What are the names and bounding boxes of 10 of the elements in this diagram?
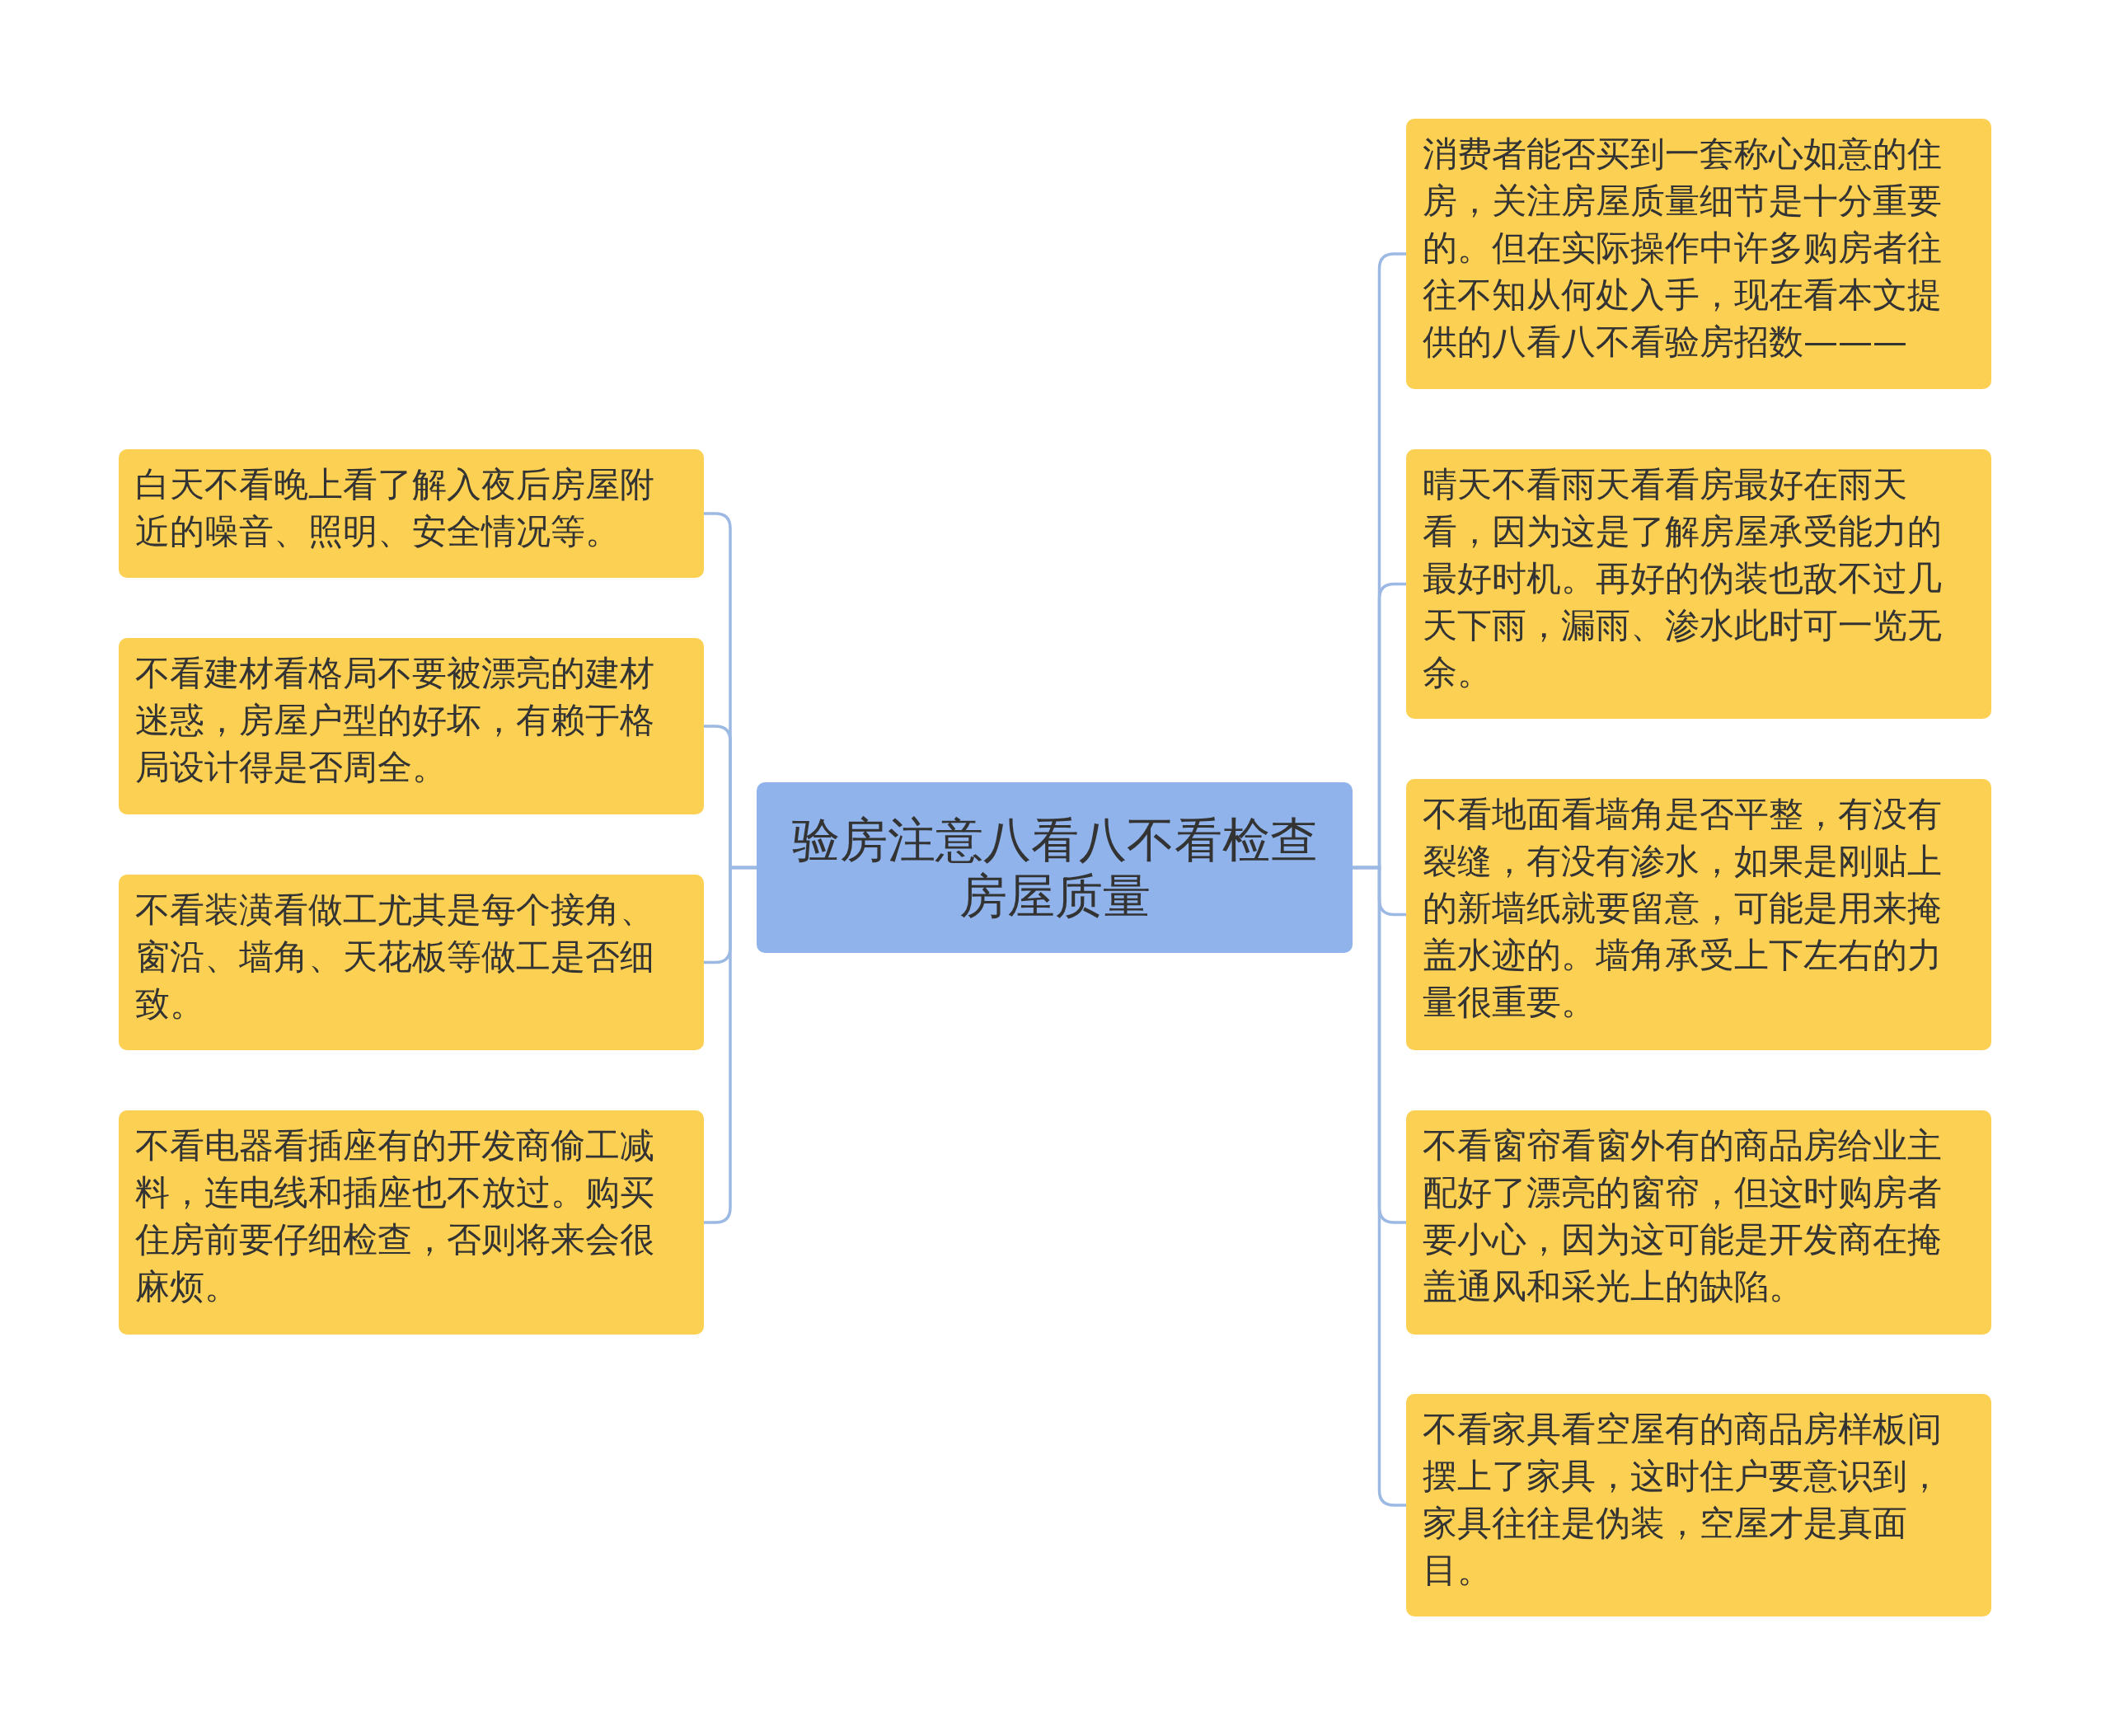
topic-box: 晴天不看雨天看看房最好在雨天看，因为这是了解房屋承受能力的最好时机。再好的伪装也敌不过几天下雨，漏雨、渗水此时可一览无余。	[1406, 449, 1991, 719]
topic-box: 不看家具看空屋有的商品房样板间摆上了家具，这时住户要意识到，家具往往是伪装，空屋才是真面目。	[1406, 1394, 1991, 1616]
topic-box: 白天不看晚上看了解入夜后房屋附近的噪音、照明、安全情况等。	[119, 449, 704, 578]
topic-box: 不看窗帘看窗外有的商品房给业主配好了漂亮的窗帘，但这时购房者要小心，因为这可能是开发商在掩盖通风和采光上的缺陷。	[1406, 1110, 1991, 1335]
topic-box: 不看建材看格局不要被漂亮的建材迷惑，房屋户型的好坏，有赖于格局设计得是否周全。	[119, 638, 704, 814]
topic-box: 不看电器看插座有的开发商偷工减料，连电线和插座也不放过。购买住房前要仔细检查，否则将来会很麻烦。	[119, 1110, 704, 1335]
central-topic-box: 验房注意八看八不看检查房屋质量	[757, 782, 1353, 953]
topic-box: 不看地面看墙角是否平整，有没有裂缝，有没有渗水，如果是刚贴上的新墙纸就要留意，可能是用来掩盖水迹的。墙角承受上下左右的力量很重要。	[1406, 779, 1991, 1050]
topic-box: 不看装潢看做工尤其是每个接角、窗沿、墙角、天花板等做工是否细致。	[119, 875, 704, 1050]
topic-box: 消费者能否买到一套称心如意的住房，关注房屋质量细节是十分重要的。但在实际操作中许多购房者往往不知从何处入手，现在看本文提供的八看八不看验房招数———	[1406, 119, 1991, 389]
